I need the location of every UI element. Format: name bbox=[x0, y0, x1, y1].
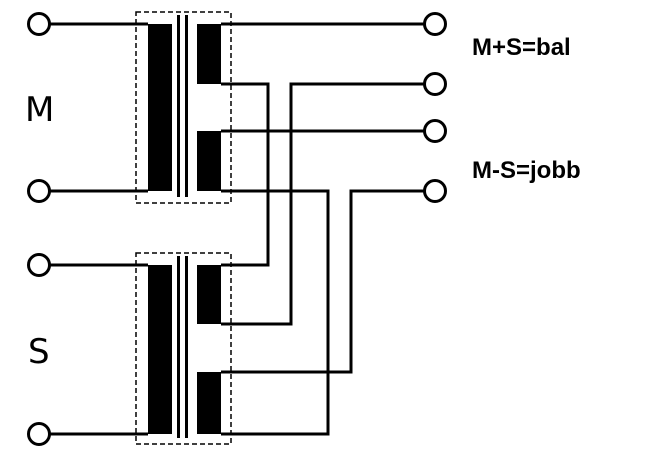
terminal-out-2 bbox=[423, 72, 447, 96]
label-m: M bbox=[25, 90, 54, 130]
wire-m2-top-to-s1-top bbox=[221, 82, 270, 267]
transformer-m-secondary-winding-2 bbox=[197, 131, 221, 191]
transformer-s-primary-winding bbox=[148, 265, 172, 434]
wire-m1-bottom-to-s2-bottom bbox=[221, 189, 330, 436]
terminal-out-4 bbox=[423, 179, 447, 203]
transformer-m-core-bar-right bbox=[185, 15, 188, 197]
transformer-s-secondary-winding-1 bbox=[197, 265, 221, 324]
terminal-m-bottom bbox=[27, 179, 51, 203]
label-s: S bbox=[28, 332, 50, 372]
label-diff: M-S=jobb bbox=[472, 157, 581, 184]
wire-s1-bottom-to-out2 bbox=[221, 82, 424, 326]
transformer-m-primary-winding bbox=[148, 24, 172, 191]
terminal-s-bottom bbox=[27, 422, 51, 446]
transformer-m-secondary-winding-1 bbox=[197, 24, 221, 84]
terminal-s-top bbox=[27, 253, 51, 277]
terminal-m-top bbox=[27, 12, 51, 36]
transformer-s-core-bar-left bbox=[177, 256, 180, 438]
terminal-out-1 bbox=[423, 12, 447, 36]
terminal-out-3 bbox=[423, 119, 447, 143]
transformer-m-core-bar-left bbox=[177, 15, 180, 197]
transformer-s-secondary-winding-2 bbox=[197, 372, 221, 434]
transformer-s-core-bar-right bbox=[185, 256, 188, 438]
wire-s2-top-to-out4 bbox=[221, 189, 424, 374]
label-sum: M+S=bal bbox=[472, 34, 571, 61]
transformer-s-enclosure bbox=[135, 252, 232, 445]
transformer-m-enclosure bbox=[135, 11, 232, 204]
